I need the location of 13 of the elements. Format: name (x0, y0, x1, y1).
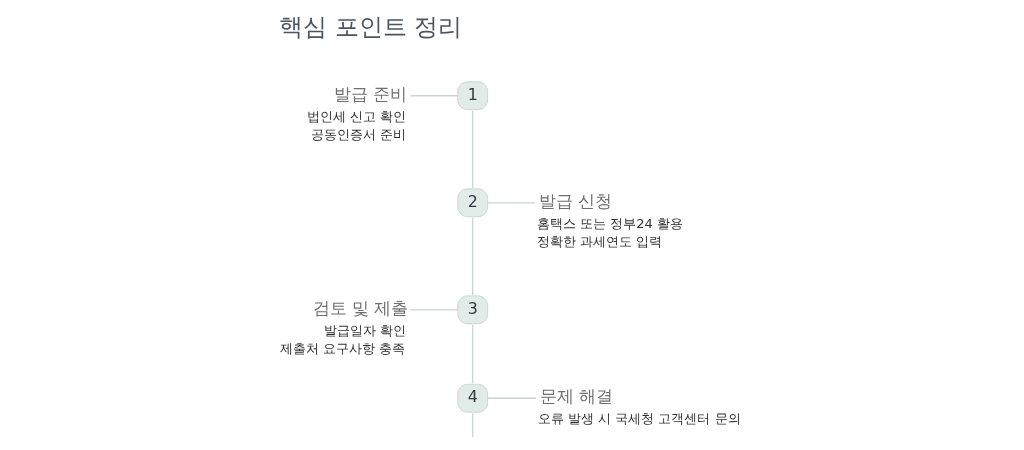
connector (471, 110, 473, 189)
connector (486, 397, 537, 399)
connector (486, 202, 536, 204)
node-text: 발급 준비 법인세 신고 확인 공동인증서 준비 (306, 83, 407, 143)
connector (471, 217, 473, 296)
connector (409, 309, 458, 311)
connector (409, 95, 458, 97)
connector (471, 412, 473, 438)
node-text: 발급 신청 홈택스 또는 정부24 활용 정확한 과세연도 입력 (536, 190, 683, 250)
node-text: 검토 및 제출 발급일자 확인 제출처 요구사항 충족 (279, 297, 408, 357)
connector (471, 324, 473, 384)
diagram-title: 핵심 포인트 정리 (278, 13, 462, 42)
node-text: 문제 해결 오류 발생 시 국세청 고객센터 문의 (537, 386, 741, 427)
